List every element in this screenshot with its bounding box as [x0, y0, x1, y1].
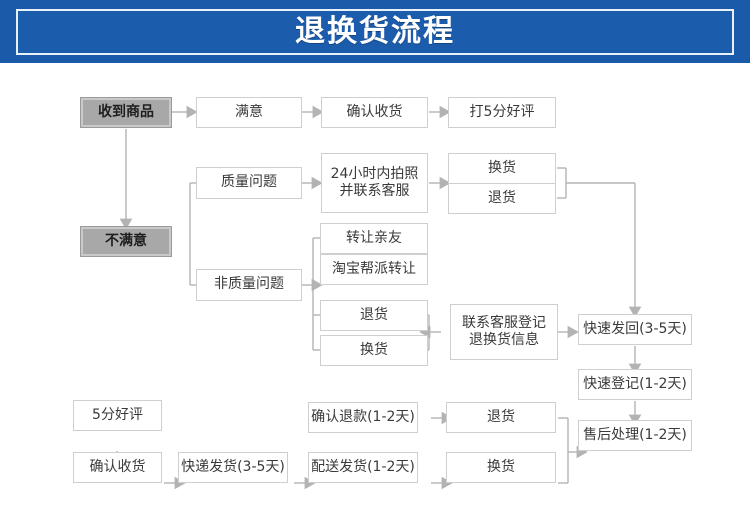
node-photo-within-24h[interactable]: 24小时内拍照 并联系客服 [321, 153, 428, 213]
node-after-sales-processing[interactable]: 售后处理(1-2天) [578, 420, 692, 451]
node-confirm-receipt[interactable]: 确认收货 [321, 97, 428, 128]
node-exchange-non-quality[interactable]: 换货 [320, 335, 428, 366]
node-exchange-after-sales[interactable]: 换货 [446, 452, 556, 483]
banner-inner-border: 退换货流程 [16, 9, 734, 55]
page-title: 退换货流程 [295, 14, 455, 49]
node-express-shipment[interactable]: 快递发货(3-5天) [178, 452, 288, 483]
node-contact-service-register[interactable]: 联系客服登记 退换货信息 [450, 304, 558, 360]
node-satisfied[interactable]: 满意 [196, 97, 302, 128]
node-quality-issue[interactable]: 质量问题 [196, 167, 302, 199]
node-received[interactable]: 收到商品 [80, 97, 172, 128]
node-non-quality-issue[interactable]: 非质量问题 [196, 269, 302, 301]
node-five-star-final[interactable]: 5分好评 [73, 400, 162, 431]
node-fast-register[interactable]: 快速登记(1-2天) [578, 369, 692, 400]
node-return-non-quality[interactable]: 退货 [320, 300, 428, 331]
node-exchange-quality[interactable]: 换货 [448, 153, 556, 184]
node-return-after-sales[interactable]: 退货 [446, 402, 556, 433]
node-delivery-shipment[interactable]: 配送发货(1-2天) [308, 452, 418, 483]
node-fast-send-back[interactable]: 快速发回(3-5天) [578, 314, 692, 345]
node-confirm-refund[interactable]: 确认退款(1-2天) [308, 402, 418, 433]
flowchart-canvas: 收到商品 满意 确认收货 打5分好评 不满意 质量问题 24小时内拍照 并联系客… [0, 63, 750, 529]
node-return-quality[interactable]: 退货 [448, 183, 556, 214]
node-confirm-receipt-final[interactable]: 确认收货 [73, 452, 162, 483]
node-five-star-rating[interactable]: 打5分好评 [448, 97, 556, 128]
node-transfer-to-friend[interactable]: 转让亲友 [320, 223, 428, 254]
node-taobao-gang-transfer[interactable]: 淘宝帮派转让 [320, 254, 428, 285]
page-banner: 退换货流程 [0, 0, 750, 63]
node-unsatisfied[interactable]: 不满意 [80, 226, 172, 257]
